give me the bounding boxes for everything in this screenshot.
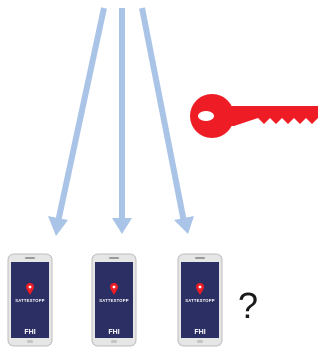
- map-pin-icon: [196, 283, 204, 295]
- phone-home-button: [111, 340, 117, 343]
- phone-screen: [181, 262, 219, 338]
- arrow-head-3: [174, 216, 194, 234]
- phone-speaker: [195, 257, 205, 259]
- phone-2: SATTESTOPP FHI: [91, 253, 137, 347]
- phone-home-button: [197, 340, 203, 343]
- phone-screen: [95, 262, 133, 338]
- phone-3: SATTESTOPP FHI: [177, 253, 223, 347]
- phone-logo: FHI: [24, 329, 35, 336]
- map-pin-icon: [26, 283, 34, 295]
- phone-logo: FHI: [108, 329, 119, 336]
- key-icon: [190, 94, 318, 138]
- phone-app-name: SATTESTOPP: [15, 298, 45, 303]
- phone-home-button: [27, 340, 33, 343]
- phone-app-name: SATTESTOPP: [99, 298, 129, 303]
- arrow-head-2: [112, 218, 132, 234]
- phone-speaker: [109, 257, 119, 259]
- arrow-to-phone-1: [55, 7, 107, 223]
- map-pin-icon: [110, 283, 118, 295]
- phone-speaker: [25, 257, 35, 259]
- arrows-group: [48, 7, 194, 236]
- arrow-to-phone-3: [139, 7, 187, 223]
- phone-logo: FHI: [194, 329, 205, 336]
- phone-app-name: SATTESTOPP: [185, 298, 215, 303]
- arrow-head-1: [48, 216, 68, 236]
- question-mark: ?: [238, 285, 259, 326]
- phone-screen: [11, 262, 49, 338]
- phone-1: SATTESTOPP FHI: [7, 253, 53, 347]
